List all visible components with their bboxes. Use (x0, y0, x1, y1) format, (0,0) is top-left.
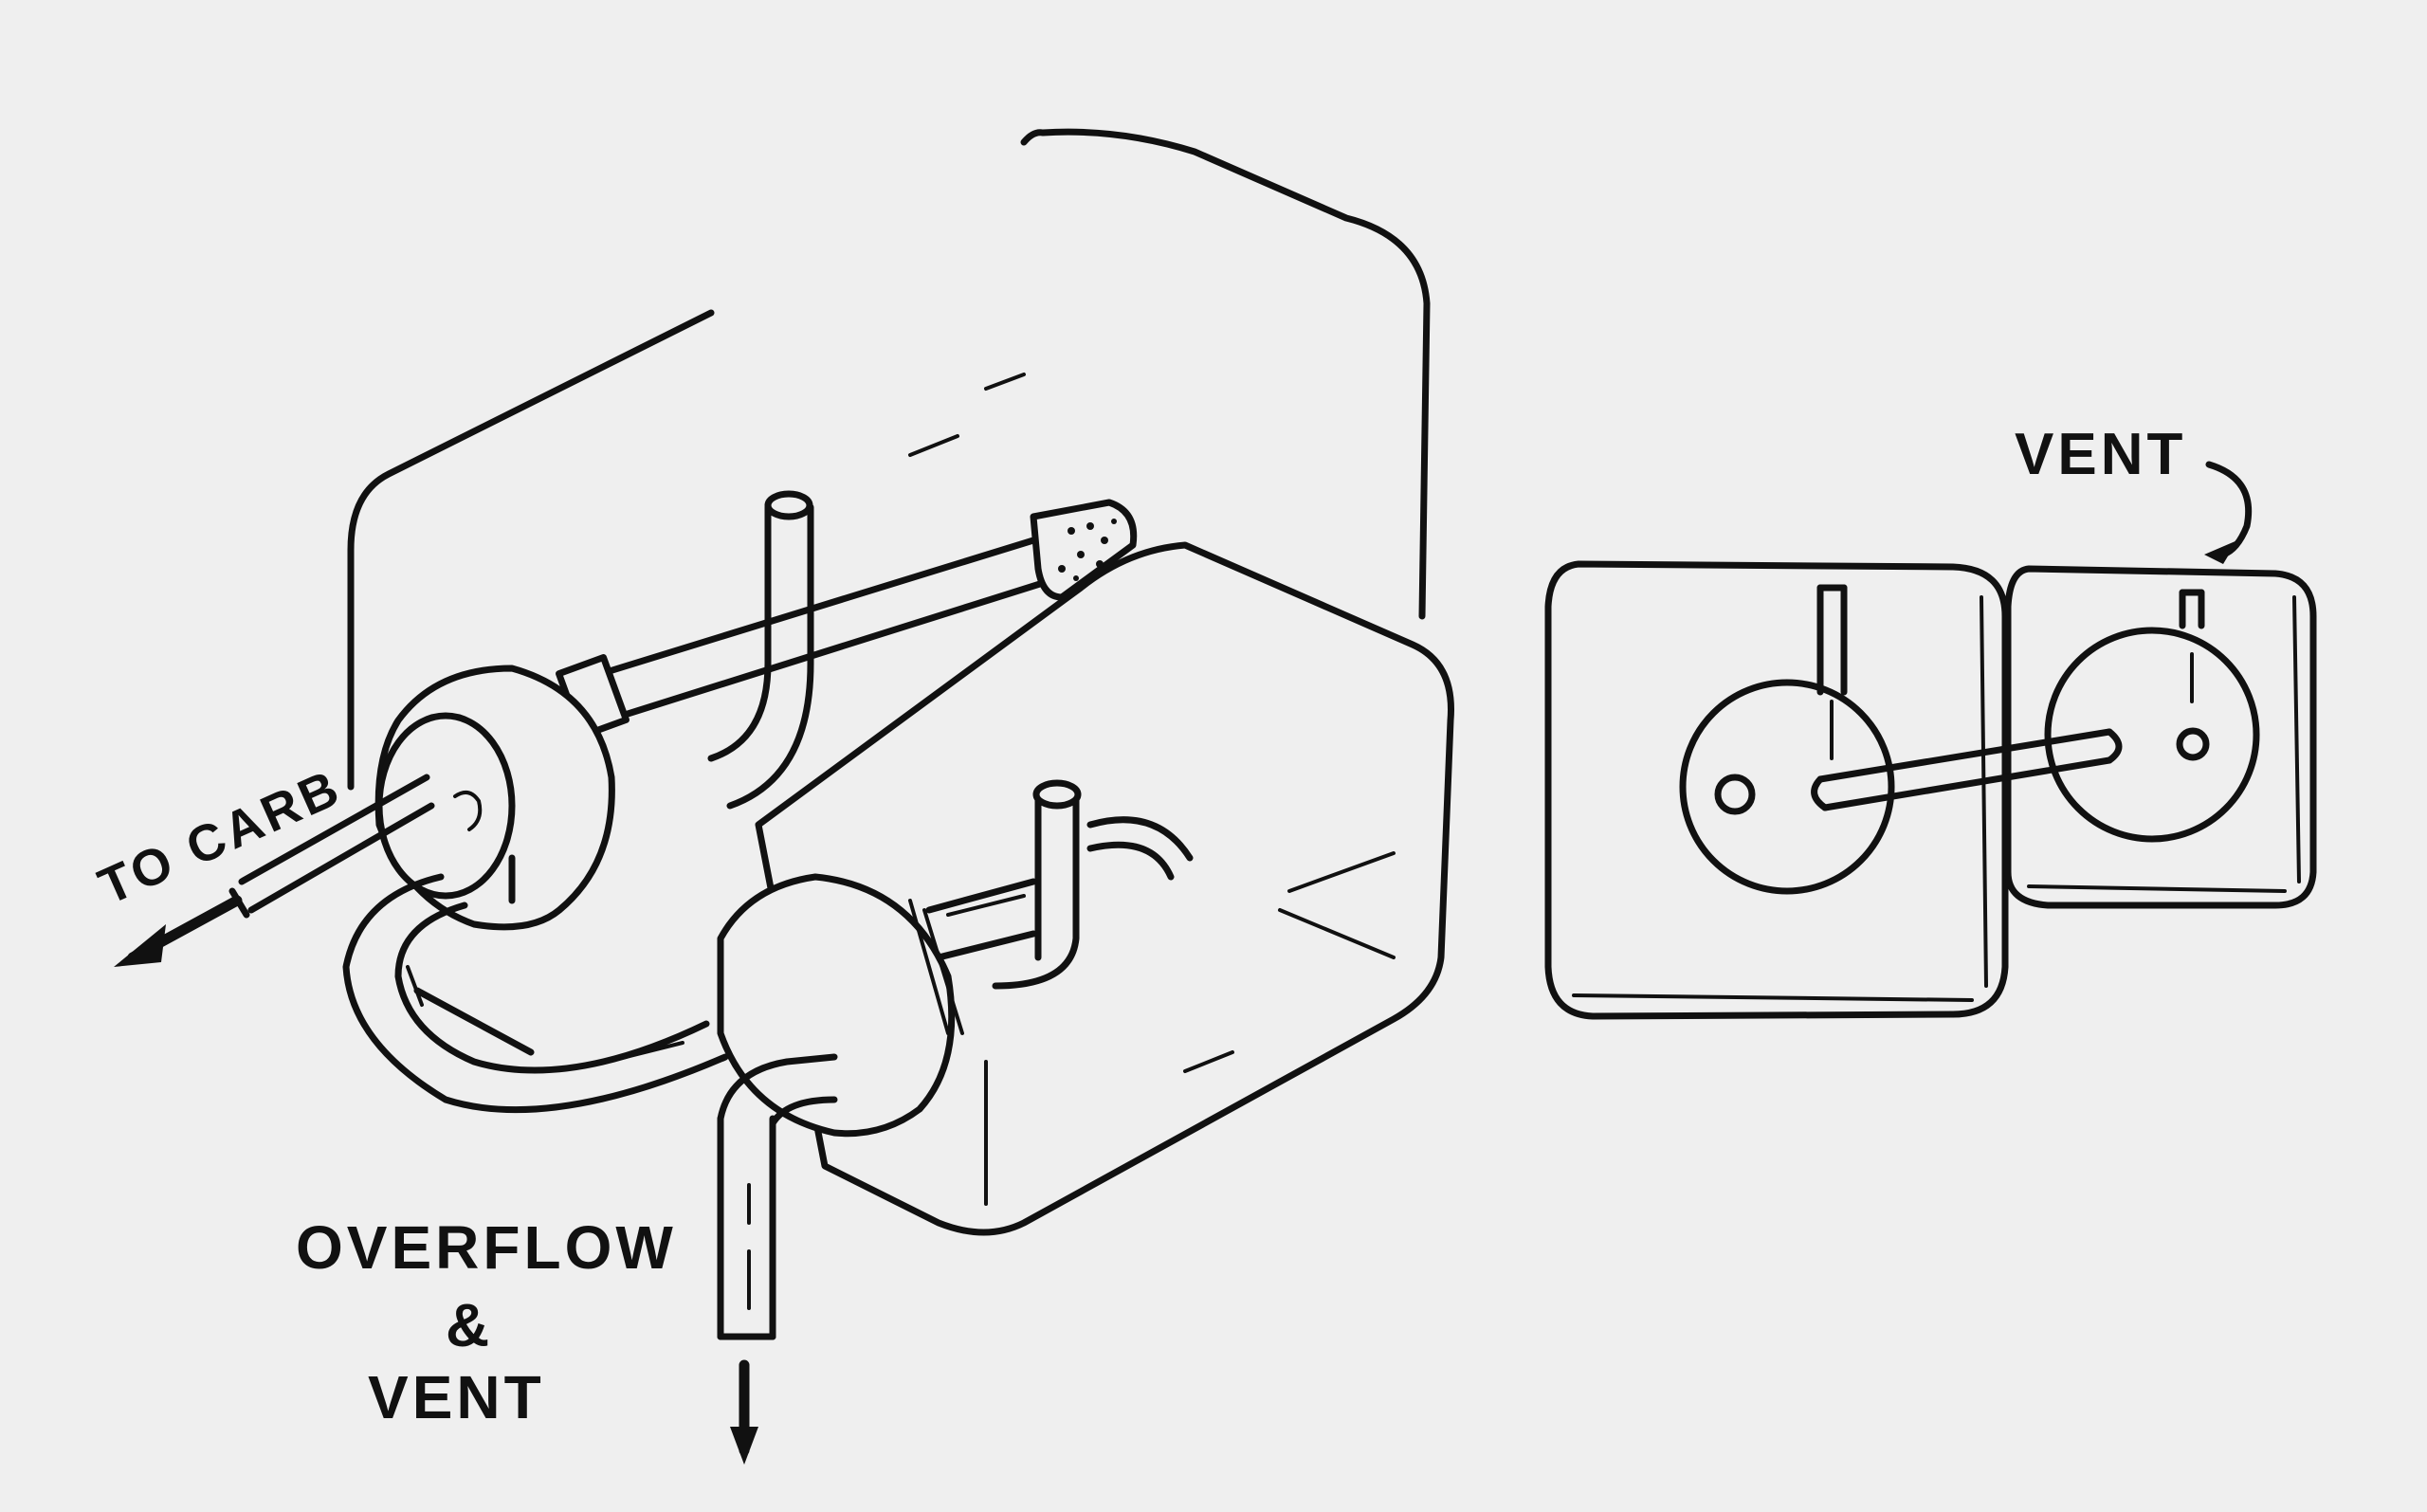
overflow-fitting (717, 779, 1194, 1465)
connecting-hose (342, 854, 729, 1114)
ampersand-label: & (446, 1291, 493, 1359)
end-view-plates (1544, 461, 2317, 1020)
to-carb-label: TO CARB (90, 758, 350, 916)
overflow-vent-label: VENT (368, 1363, 545, 1431)
rear-tank (347, 128, 1431, 791)
vent-label: VENT (2015, 422, 2186, 487)
overflow-label: OVERFLOW (296, 1213, 677, 1282)
carb-fitting (114, 490, 1138, 967)
strainer (1030, 499, 1138, 601)
